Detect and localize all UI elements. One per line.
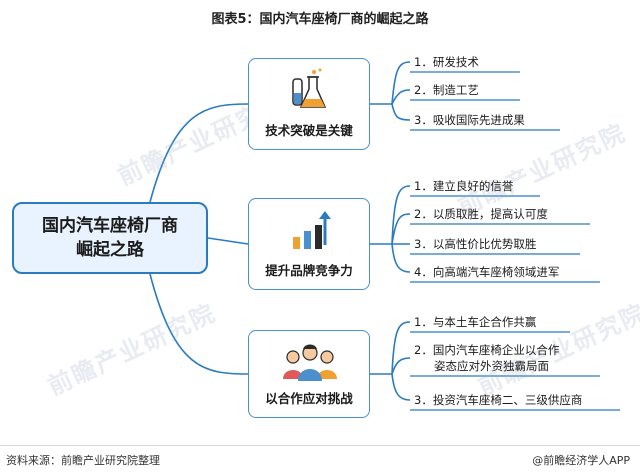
branch-cooperation: 以合作应对挑战 (248, 330, 370, 418)
leaf-item: 2．制造工艺 (414, 83, 479, 97)
connector-branch2-item4 (391, 243, 411, 273)
leaf-item: 4．向高端汽车座椅领域进军 (414, 265, 560, 279)
root-label-line1: 国内汽车座椅厂商 (42, 216, 178, 236)
leaf-item: 3．以高性价比优势取胜 (414, 237, 537, 251)
branch-tech-breakthrough: 技术突破是关键 (248, 58, 370, 150)
leaf-item: 1．研发技术 (414, 55, 479, 69)
connector-root-branch1 (149, 103, 249, 203)
footer: 资料来源：前瞻产业研究院整理 @前瞻经济学人APP (0, 445, 640, 472)
leaf-item: 3．吸收国际先进成果 (414, 113, 525, 127)
connector-branch1-item2 (391, 89, 411, 105)
brand-credit: @前瞻经济学人APP (532, 454, 630, 467)
root-label-line2: 崛起之路 (76, 240, 144, 260)
leaf-item: 2．以质取胜，提高认可度 (414, 207, 548, 221)
connector-branch2-item2 (391, 213, 411, 245)
branch-label: 提升品牌竞争力 (265, 263, 353, 278)
source-note: 资料来源：前瞻产业研究院整理 (6, 454, 160, 467)
connector-branch1-item1 (391, 61, 411, 105)
connector-root-branch2 (207, 237, 249, 245)
root-node: 国内汽车座椅厂商 崛起之路 (12, 202, 208, 274)
branch-brand-competitiveness: 提升品牌竞争力 (248, 198, 370, 290)
leaf-item: 3．投资汽车座椅二、三级供应商 (414, 393, 583, 407)
people-group-icon (283, 344, 337, 381)
leaf-item: 1．建立良好的信誉 (414, 179, 514, 193)
leaf-item: 1．与本土车企合作共赢 (414, 315, 537, 329)
connector-branch3-item3 (391, 373, 411, 401)
leaf-item: 2．国内汽车座椅企业以合作 (414, 343, 560, 357)
branch-label: 技术突破是关键 (265, 123, 353, 138)
connector-root-branch3 (149, 273, 249, 375)
connector-branch2-item1 (391, 185, 411, 245)
bar-chart-rising-icon (293, 211, 331, 249)
connector-branch3-item1 (391, 321, 411, 375)
lab-flask-icon (292, 68, 327, 108)
leaf-item-continuation: 姿态应对外资独霸局面 (434, 359, 549, 373)
branch-label: 以合作应对挑战 (265, 391, 353, 406)
connector-branch3-item2 (391, 357, 411, 375)
connector-branch1-item3 (391, 103, 411, 121)
chart-title: 图表5：国内汽车座椅厂商的崛起之路 (211, 12, 429, 27)
